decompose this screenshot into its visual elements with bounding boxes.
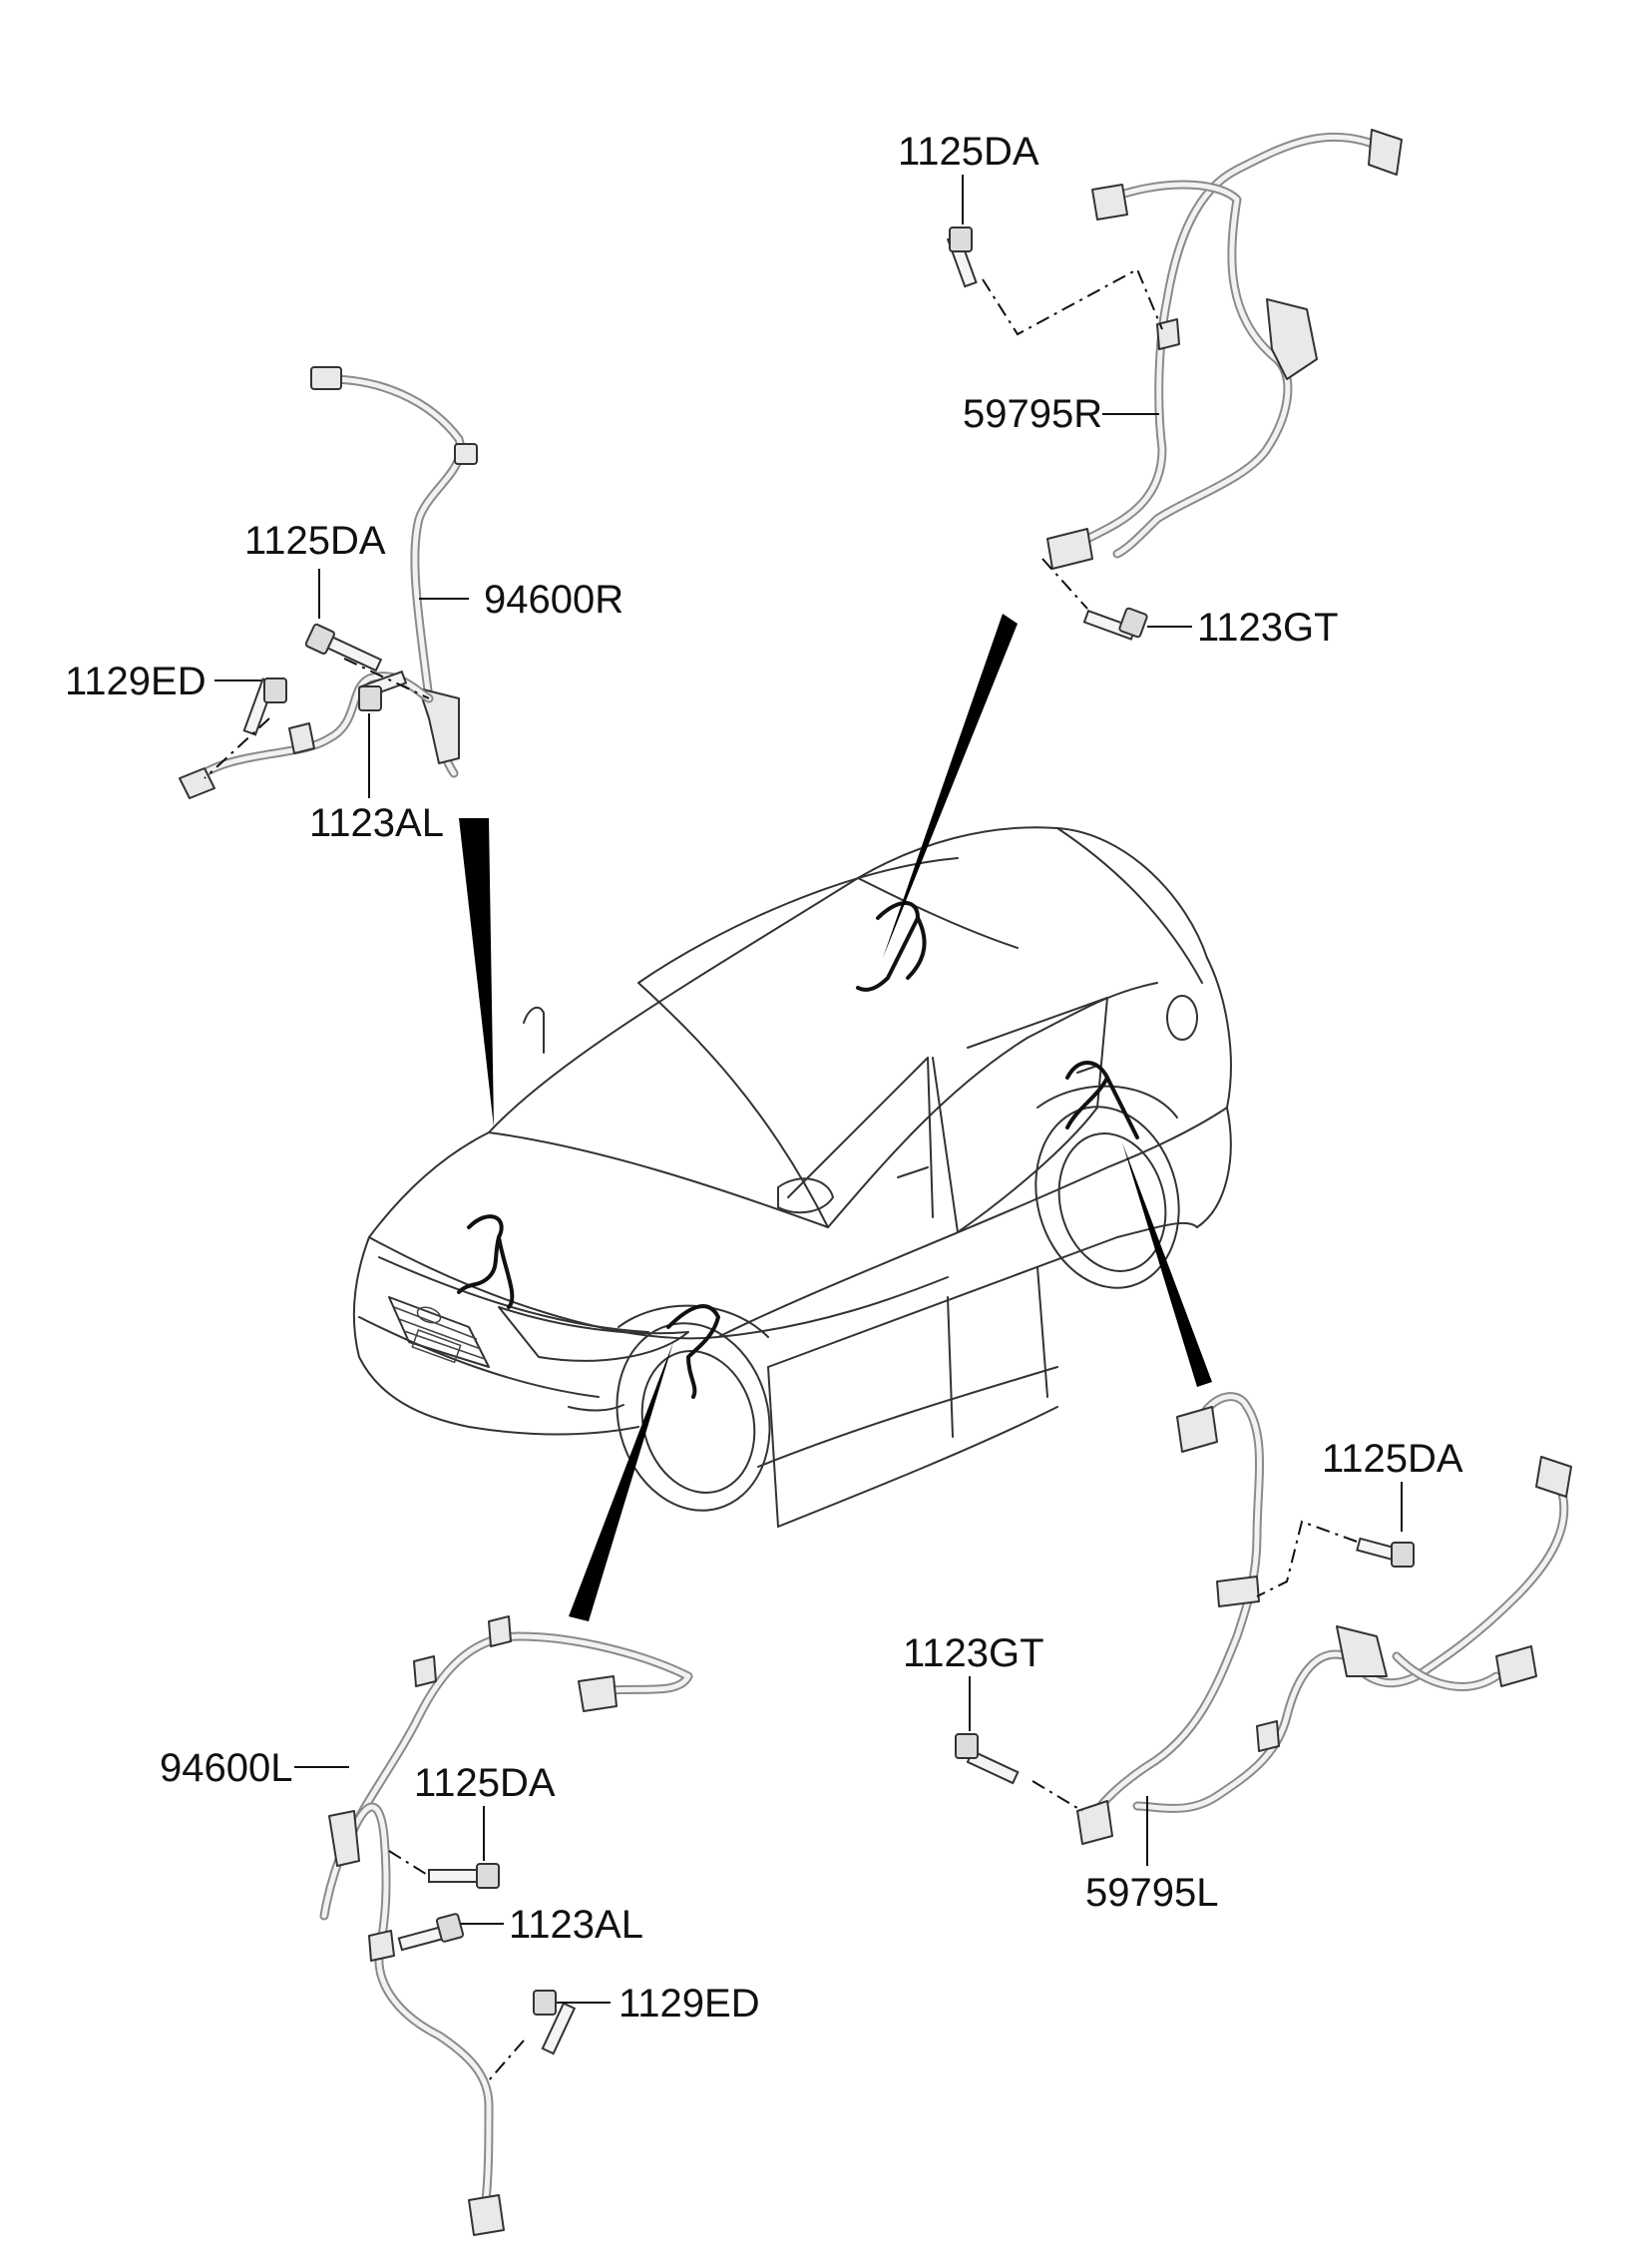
- label-rr-bolt-bottom: 1123GT: [1197, 606, 1339, 650]
- bolt-1123AL-fr: [358, 670, 408, 711]
- label-fr-sensor: 94600R: [484, 578, 623, 622]
- leaders-rear-right: [962, 175, 1192, 628]
- label-fl-bolt-a: 1125DA: [414, 1761, 556, 1805]
- label-rr-harness: 59795R: [963, 392, 1102, 436]
- wheel-speed-sensor-front-left: [319, 1615, 693, 2236]
- label-fl-bolt-b: 1129ED: [619, 1982, 760, 2026]
- label-fr-bolt-c: 1123AL: [309, 801, 444, 845]
- label-rl-bolt-left: 1123GT: [903, 1631, 1044, 1675]
- bolt-1129ED-fl: [533, 1990, 577, 2055]
- bolt-1123GT-rr: [1082, 607, 1148, 641]
- bolt-1125DA-fr: [304, 623, 383, 673]
- label-fl-bolt-c: 1123AL: [509, 1903, 643, 1947]
- wheel-speed-harness-rear-left: [1076, 1392, 1572, 1845]
- label-fr-bolt-b: 1129ED: [65, 660, 206, 703]
- bolt-1125DA-rl: [1356, 1537, 1415, 1568]
- label-fl-sensor: 94600L: [160, 1746, 292, 1790]
- callout-pointer-front-right: [459, 818, 494, 1128]
- bolt-1125DA-rr: [946, 226, 978, 288]
- leaders-front-left: [294, 1766, 611, 2004]
- label-rr-bolt-top: 1125DA: [898, 130, 1039, 174]
- car-illustration: [352, 826, 1232, 1528]
- callout-pointer-rear-left: [1122, 1142, 1212, 1387]
- callout-pointer-front-left: [569, 1342, 673, 1621]
- part-number-labels: 1125DA 59795R 1123GT 1125DA 94600R 1129E…: [65, 130, 1463, 2026]
- bolt-1125DA-fl: [428, 1863, 500, 1889]
- label-rl-harness: 59795L: [1085, 1871, 1218, 1915]
- bolt-1123AL-fl: [397, 1913, 465, 1952]
- bolt-1123GT-rl: [955, 1733, 1020, 1785]
- label-rl-bolt-top: 1125DA: [1322, 1437, 1463, 1481]
- bolt-1129ED-fr: [242, 677, 287, 736]
- label-fr-bolt-a: 1125DA: [244, 519, 386, 563]
- leaders-rear-left: [969, 1482, 1403, 1866]
- callout-pointers: [459, 614, 1212, 1621]
- leaders-front-right: [214, 569, 469, 798]
- callout-pointer-rear-right: [883, 614, 1018, 958]
- wheel-speed-sensor-front-right: [179, 366, 478, 799]
- wheel-speed-harness-rear-right: [1046, 129, 1403, 570]
